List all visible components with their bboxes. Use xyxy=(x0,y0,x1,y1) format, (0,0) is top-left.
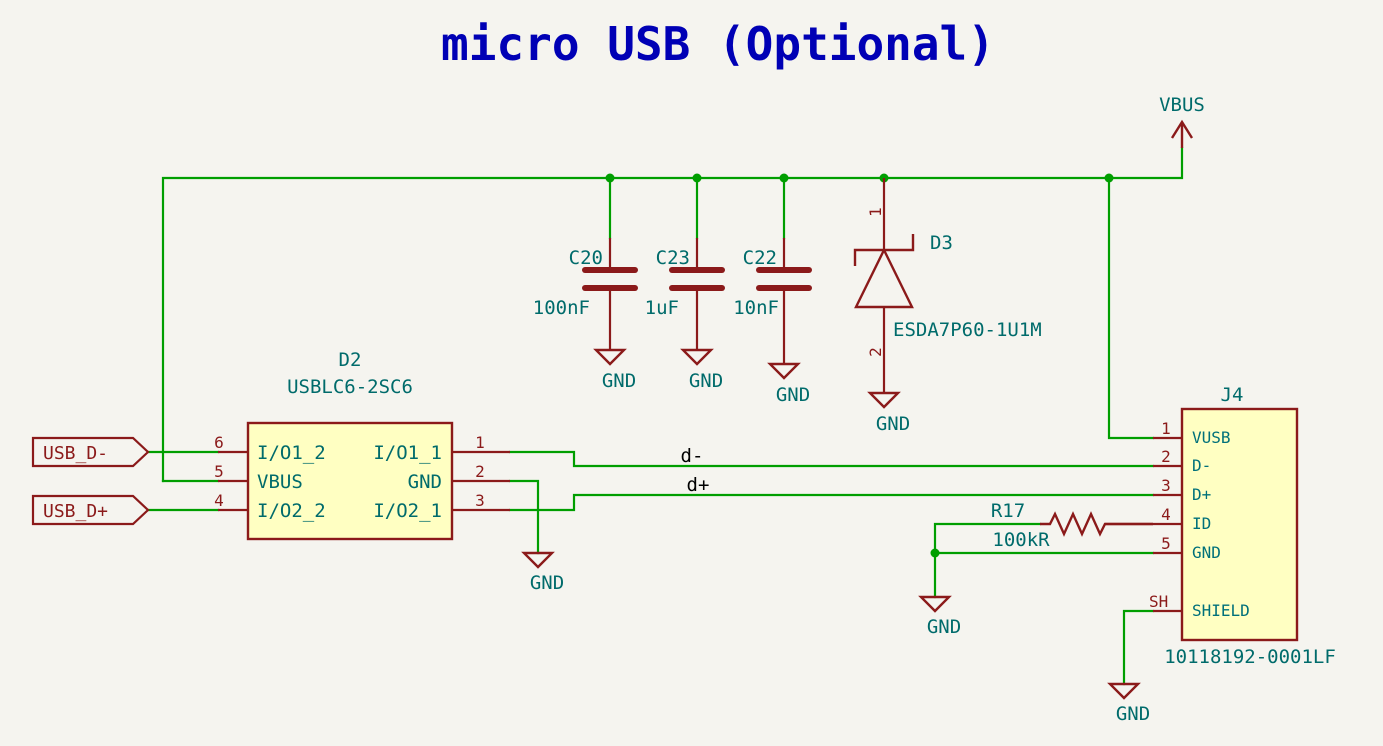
port-usb-dm[interactable]: USB_D- xyxy=(31,436,150,468)
gnd-label: GND xyxy=(530,572,564,594)
d2-pin1-num: 1 xyxy=(475,433,485,452)
d-minus-net-wire xyxy=(508,450,1155,468)
gnd-label: GND xyxy=(876,413,910,435)
vbus-rail-wire xyxy=(161,146,1184,454)
d2-body xyxy=(246,421,454,541)
connector-j4[interactable]: 1 2 3 4 5 SH VUSB D- D+ ID GND SHIELD J4… xyxy=(1105,384,1336,668)
j4-pin2-num: 2 xyxy=(1161,447,1171,466)
j4-pin5-num: 5 xyxy=(1161,534,1171,553)
gnd-symbol-shield[interactable]: GND xyxy=(1107,682,1150,725)
gnd-icon xyxy=(521,551,555,569)
gnd-symbol-d2[interactable]: GND xyxy=(521,551,564,594)
d2-pin6-name: I/O1_2 xyxy=(257,442,326,464)
gnd-icon xyxy=(593,348,627,366)
gnd-label: GND xyxy=(602,370,636,392)
port-usb-dm-shape xyxy=(31,436,150,468)
sheet-title: micro USB (Optional) xyxy=(441,17,995,71)
junctions xyxy=(605,173,1114,558)
gnd-label: GND xyxy=(776,384,810,406)
d-plus-net-wire xyxy=(508,493,1155,512)
c23-value: 1uF xyxy=(645,297,679,319)
gnd-label: GND xyxy=(689,370,723,392)
gnd-symbol-d3[interactable]: GND xyxy=(867,391,910,435)
gnd-icon xyxy=(1107,682,1141,700)
d2-ref: D2 xyxy=(339,349,362,371)
d2-value: USBLC6-2SC6 xyxy=(287,376,413,398)
gnd-symbol-r17[interactable]: GND xyxy=(918,595,961,638)
d2-pin5-name: VBUS xyxy=(257,471,303,493)
j4-value: 10118192-0001LF xyxy=(1164,646,1336,668)
c20-ref: C20 xyxy=(569,247,603,269)
r17-value: 100kR xyxy=(992,529,1050,551)
resistor-r17[interactable]: R17 100kR xyxy=(991,500,1153,551)
junction-gnd-r17 xyxy=(930,548,940,558)
gnd-icon xyxy=(767,362,801,380)
j4-shield-num: SH xyxy=(1149,592,1168,611)
j4-pin4-name: ID xyxy=(1192,514,1211,533)
c22-ref: C22 xyxy=(743,247,777,269)
r17-zigzag xyxy=(1040,511,1153,537)
j4-body xyxy=(1180,407,1299,642)
net-label-d-plus: d+ xyxy=(687,474,710,496)
d3-pin1-num: 1 xyxy=(866,207,885,217)
d2-pin6-num: 6 xyxy=(214,433,224,452)
gnd-label: GND xyxy=(927,616,961,638)
d2-pin4-name: I/O2_2 xyxy=(257,500,326,522)
port-usb-dp-shape xyxy=(31,494,150,526)
junction-c20 xyxy=(605,173,615,183)
gnd-icon xyxy=(918,595,952,613)
capacitor-c20[interactable]: C20 100nF xyxy=(533,238,638,350)
capacitor-c22[interactable]: C22 10nF xyxy=(733,238,812,364)
d2-gnd-wire xyxy=(508,479,540,555)
j4-pin4-num: 4 xyxy=(1161,505,1171,524)
j4-pin2-name: D- xyxy=(1192,456,1211,475)
gnd-symbol-c20[interactable]: GND xyxy=(593,348,636,392)
d2-pin2-num: 2 xyxy=(475,462,485,481)
wires xyxy=(146,146,1184,686)
junction-vusb xyxy=(1104,173,1114,183)
j4-pin1-num: 1 xyxy=(1161,419,1171,438)
j4-pin1-name: VUSB xyxy=(1192,428,1231,447)
gnd-label: GND xyxy=(1116,703,1150,725)
d3-triangle-icon xyxy=(854,247,914,309)
d3-value: ESDA7P60-1U1M xyxy=(893,319,1042,341)
port-usb-dp-label: USB_D+ xyxy=(43,501,108,522)
vbus-power-symbol[interactable]: VBUS xyxy=(1159,94,1205,148)
capacitor-c23[interactable]: C23 1uF xyxy=(645,238,725,350)
gnd-symbol-c22[interactable]: GND xyxy=(767,362,810,406)
d2-pin3-num: 3 xyxy=(475,491,485,510)
d2-pin4-num: 4 xyxy=(214,491,224,510)
net-label-d-minus: d- xyxy=(681,445,704,467)
port-usb-dp[interactable]: USB_D+ xyxy=(31,494,150,526)
c22-value: 10nF xyxy=(733,297,779,319)
j4-shield-name: SHIELD xyxy=(1192,601,1250,620)
junction-c23 xyxy=(692,173,702,183)
port-usb-dm-label: USB_D- xyxy=(43,443,108,464)
j4-vusb-wire xyxy=(1107,176,1155,440)
diode-d3[interactable]: 1 2 D3 ESDA7P60-1U1M xyxy=(853,178,1042,393)
junction-c22 xyxy=(779,173,789,183)
d2-pin5-num: 5 xyxy=(214,462,224,481)
ic-d2[interactable]: 6 5 4 1 2 3 I/O1_2 VBUS I/O2_2 I/O1_1 GN… xyxy=(214,349,510,541)
d2-pin1-name: I/O1_1 xyxy=(373,442,442,464)
gnd-icon xyxy=(680,348,714,366)
j4-pin5-name: GND xyxy=(1192,543,1221,562)
vbus-label: VBUS xyxy=(1159,94,1205,116)
d3-ref: D3 xyxy=(930,232,953,254)
r17-left-wire xyxy=(933,522,1042,599)
c20-value: 100nF xyxy=(533,297,590,319)
r17-ref: R17 xyxy=(991,500,1025,522)
d2-pin2-name: GND xyxy=(408,471,442,493)
d3-pin2-num: 2 xyxy=(866,347,885,357)
gnd-symbol-c23[interactable]: GND xyxy=(680,348,723,392)
c23-ref: C23 xyxy=(656,247,690,269)
shield-gnd-wire xyxy=(1122,609,1155,686)
d2-pin3-name: I/O2_1 xyxy=(373,500,442,522)
j4-ref: J4 xyxy=(1221,384,1244,406)
j4-pin3-num: 3 xyxy=(1161,476,1171,495)
gnd-icon xyxy=(867,391,901,409)
j4-pin3-name: D+ xyxy=(1192,485,1211,504)
